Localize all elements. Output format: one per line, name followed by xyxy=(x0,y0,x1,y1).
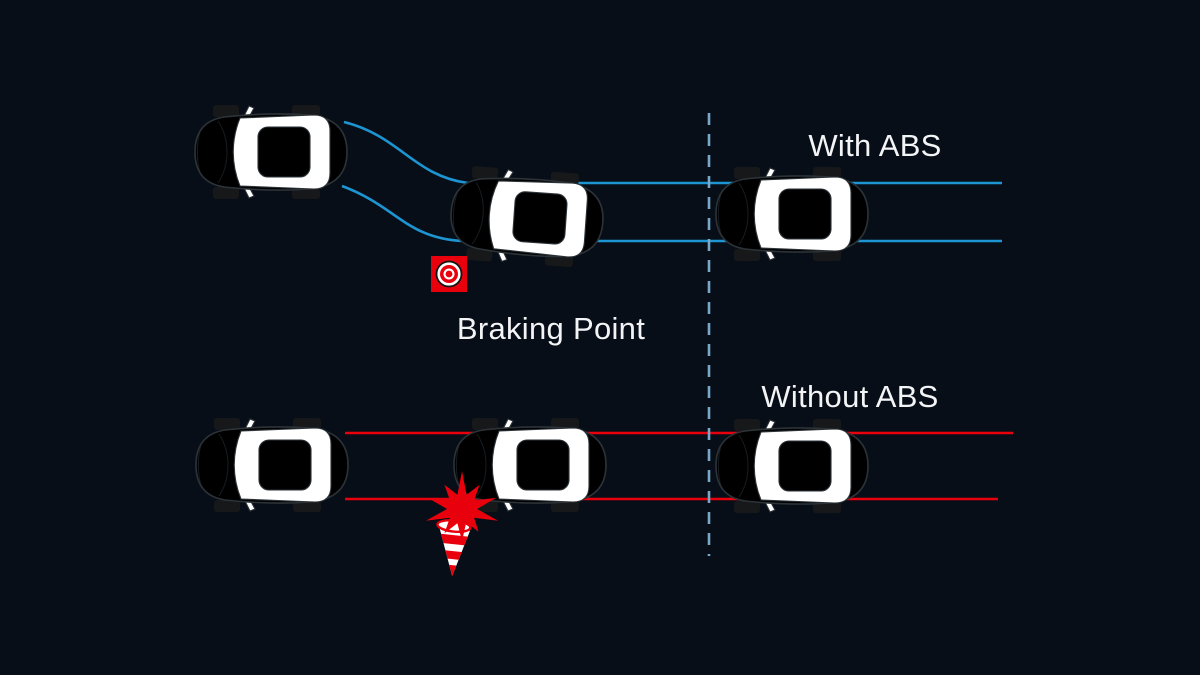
car-with-abs-approaching xyxy=(715,166,869,262)
abs-path-bottom-line xyxy=(341,184,1002,243)
car-without-abs-approaching xyxy=(715,418,869,514)
with-abs-label: With ABS xyxy=(808,128,942,163)
with-abs-cars xyxy=(194,104,869,270)
car-without-abs-skidded xyxy=(195,417,349,513)
abs-swerve-path xyxy=(341,120,1002,243)
abs-path-top-line xyxy=(343,120,1002,185)
car-without-abs-braking xyxy=(453,417,607,513)
without-abs-cars xyxy=(195,417,869,514)
no-abs-straight-path xyxy=(345,431,1013,501)
crash-burst-icon xyxy=(425,471,499,541)
car-with-abs-swerved xyxy=(194,104,348,200)
without-abs-label: Without ABS xyxy=(761,379,939,414)
braking-point-label: Braking Point xyxy=(456,311,646,346)
car-with-abs-braking xyxy=(447,164,607,270)
braking-point-target-icon xyxy=(431,256,467,292)
